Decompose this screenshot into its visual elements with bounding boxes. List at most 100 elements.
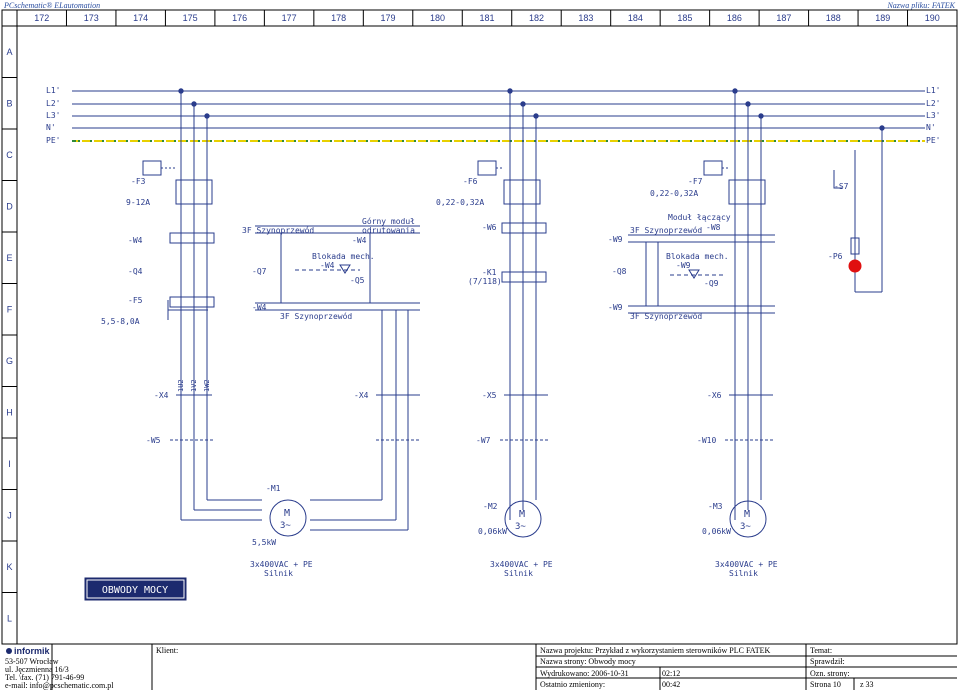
label-cable-2: 3F Szynoprzewód bbox=[280, 311, 352, 321]
column-number: 173 bbox=[84, 13, 99, 23]
column-number: 176 bbox=[232, 13, 247, 23]
column-number: 178 bbox=[331, 13, 346, 23]
header-left: PCschematic® ELautomation bbox=[3, 1, 100, 10]
terminal-strip-x4-a: -X4 1U2 1V2 1W2 bbox=[154, 379, 212, 400]
label-q8: -Q8 bbox=[612, 267, 627, 276]
bus-label-l3: L3' bbox=[46, 111, 60, 120]
label-w4-c: -W4 bbox=[320, 261, 335, 270]
motor-2-phase: 3~ bbox=[515, 522, 526, 532]
page-of: z 33 bbox=[860, 680, 874, 689]
company-logo: informik bbox=[14, 646, 50, 656]
label-s7: -S7 bbox=[834, 182, 849, 191]
bus-label-n-r: N' bbox=[926, 123, 936, 132]
project-name: Nazwa projektu: Przykład z wykorzystanie… bbox=[540, 646, 770, 655]
label-q4: -Q4 bbox=[128, 267, 143, 276]
row-letter: C bbox=[6, 150, 13, 160]
title-block bbox=[2, 643, 957, 690]
label-interlock-2: Blokada mech. bbox=[666, 252, 729, 261]
supply-2b: Silnik bbox=[504, 569, 533, 578]
label-f7-range: 0,22-0,32A bbox=[650, 189, 698, 198]
label-x5: -X5 bbox=[482, 391, 497, 400]
column-number: 186 bbox=[727, 13, 742, 23]
svg-text:1W2: 1W2 bbox=[203, 379, 211, 392]
bus-label-l3-r: L3' bbox=[926, 111, 940, 120]
bus-drops bbox=[178, 88, 885, 131]
company-addr-1: 53-507 Wrocław bbox=[5, 657, 59, 666]
printed-time: 02:12 bbox=[662, 669, 680, 678]
page-name: Nazwa strony: Obwody mocy bbox=[540, 657, 636, 666]
power-bus bbox=[72, 90, 925, 142]
supply-1b: Silnik bbox=[264, 569, 293, 578]
label-w10: -W10 bbox=[697, 436, 716, 445]
label-k1: -K1 bbox=[482, 268, 497, 277]
motor-3-letter: M bbox=[744, 509, 750, 520]
label-m2-power: 0,06kW bbox=[478, 527, 507, 536]
circuit-1-switchgear bbox=[142, 91, 420, 530]
theme-label: Temat: bbox=[810, 646, 832, 655]
row-letter: E bbox=[6, 253, 12, 263]
motor-3-labels: -M3 M 3~ 0,06kW bbox=[702, 502, 751, 536]
circuit-2-switchgear bbox=[477, 91, 547, 520]
supply-1: 3x400VAC + PE bbox=[250, 560, 313, 569]
supply-2: 3x400VAC + PE bbox=[490, 560, 553, 569]
page-label: Strona 10 bbox=[810, 680, 841, 689]
svg-text:1V2: 1V2 bbox=[190, 379, 198, 392]
row-letter: L bbox=[7, 613, 12, 623]
label-m3-power: 0,06kW bbox=[702, 527, 731, 536]
column-number: 184 bbox=[628, 13, 643, 23]
label-connect-module: Moduł łączący bbox=[668, 213, 731, 222]
section-label: OBWODY MOCY bbox=[102, 585, 168, 596]
label-w9-c: -W9 bbox=[608, 303, 623, 312]
label-f3: -F3 bbox=[131, 177, 146, 186]
changed-time: 00:42 bbox=[662, 680, 680, 689]
label-w4-a: -W4 bbox=[128, 236, 143, 245]
column-number: 185 bbox=[677, 13, 692, 23]
motor-3-phase: 3~ bbox=[740, 522, 751, 532]
bus-label-pe: PE' bbox=[46, 136, 60, 145]
checked-label: Sprawdził: bbox=[810, 657, 845, 666]
row-letter: F bbox=[7, 304, 13, 314]
label-top-module-1: Górny moduł bbox=[362, 216, 415, 226]
label-q7: -Q7 bbox=[252, 267, 267, 276]
label-m1: -M1 bbox=[266, 484, 281, 493]
label-w7: -W7 bbox=[476, 436, 491, 445]
supply-labels: 3x400VAC + PE Silnik 3x400VAC + PE Silni… bbox=[250, 560, 778, 578]
label-f6-range: 0,22-0,32A bbox=[436, 198, 484, 207]
bus-label-l2: L2' bbox=[46, 99, 60, 108]
ozn-label: Ozn. strony: bbox=[810, 669, 850, 678]
label-q5: -Q5 bbox=[350, 276, 365, 285]
label-x6: -X6 bbox=[707, 391, 722, 400]
bus-label-l1-r: L1' bbox=[926, 86, 940, 95]
circuit-1-labels: -F3 9-12A -W4 -Q4 -F5 5,5-8,0A 3F Szynop… bbox=[101, 177, 415, 326]
column-number: 190 bbox=[925, 13, 940, 23]
label-k1-ref: (7/118) bbox=[468, 277, 502, 286]
bus-label-n: N' bbox=[46, 123, 56, 132]
company-addr-4: e-mail: info@pcschematic.com.pl bbox=[5, 681, 114, 690]
motor-1-labels: -M1 M 3~ 5,5kW bbox=[252, 484, 291, 547]
terminal-strip-x5: -X5 bbox=[482, 391, 548, 400]
bus-labels-right: L1' L2' L3' N' PE' bbox=[926, 86, 940, 145]
column-number: 183 bbox=[578, 13, 593, 23]
motor-3-wiring bbox=[729, 500, 767, 538]
column-number: 181 bbox=[479, 13, 494, 23]
svg-text:1U2: 1U2 bbox=[177, 379, 185, 392]
column-number: 188 bbox=[826, 13, 841, 23]
column-number: 179 bbox=[381, 13, 396, 23]
circuit-3-labels: -F7 0,22-0,32A -W9 3F Szynoprzewód Moduł… bbox=[608, 177, 731, 321]
column-number: 177 bbox=[282, 13, 297, 23]
label-cable-3: 3F Szynoprzewód bbox=[630, 225, 702, 235]
row-letter: K bbox=[6, 562, 12, 572]
row-letter: B bbox=[6, 98, 12, 108]
circuit-3-switchgear bbox=[628, 91, 775, 520]
label-f3-range: 9-12A bbox=[126, 198, 150, 207]
signal-labels: -S7 -P6 bbox=[828, 182, 849, 261]
label-w4-d: -W4 bbox=[352, 236, 367, 245]
column-number: 180 bbox=[430, 13, 445, 23]
label-m2: -M2 bbox=[483, 502, 498, 511]
label-f6: -F6 bbox=[463, 177, 478, 186]
label-cable-4: 3F Szynoprzewód bbox=[630, 311, 702, 321]
label-p6: -P6 bbox=[828, 252, 843, 261]
client-label: Klient: bbox=[156, 646, 178, 655]
label-x4-b: -X4 bbox=[354, 391, 369, 400]
